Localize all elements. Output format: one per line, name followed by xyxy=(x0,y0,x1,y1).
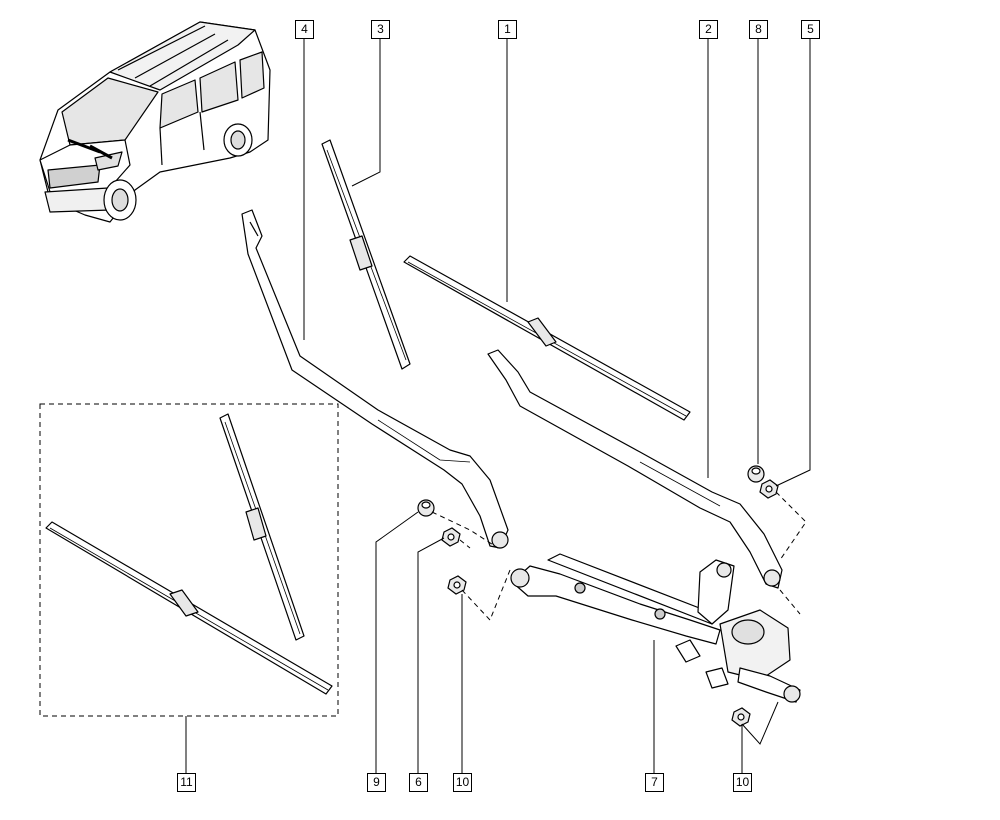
nut-5 xyxy=(759,479,779,499)
assembly-guides xyxy=(431,491,807,621)
callout-11: 11 xyxy=(177,773,196,792)
blade-kit-11 xyxy=(39,403,339,717)
callout-1: 1 xyxy=(498,20,517,39)
leader-lines xyxy=(185,37,811,773)
wiper-arm-4 xyxy=(241,209,509,549)
callout-2: 2 xyxy=(699,20,718,39)
callout-6: 6 xyxy=(409,773,428,792)
callout-3: 3 xyxy=(371,20,390,39)
callout-10-right: 10 xyxy=(733,773,752,792)
wiper-blade-3 xyxy=(321,139,411,370)
callout-10-left: 10 xyxy=(453,773,472,792)
callout-8: 8 xyxy=(749,20,768,39)
callout-5: 5 xyxy=(801,20,820,39)
van-illustration xyxy=(39,21,271,223)
callout-7: 7 xyxy=(645,773,664,792)
wiper-linkage-7 xyxy=(510,553,801,703)
wiper-blade-1 xyxy=(403,255,691,421)
nut-6 xyxy=(441,527,461,547)
cap-9 xyxy=(417,499,435,517)
cap-8 xyxy=(747,465,765,483)
nut-10a xyxy=(447,575,467,595)
callout-9: 9 xyxy=(367,773,386,792)
wiper-arm-2 xyxy=(487,349,783,589)
nut-10b xyxy=(731,707,751,727)
callout-4: 4 xyxy=(295,20,314,39)
